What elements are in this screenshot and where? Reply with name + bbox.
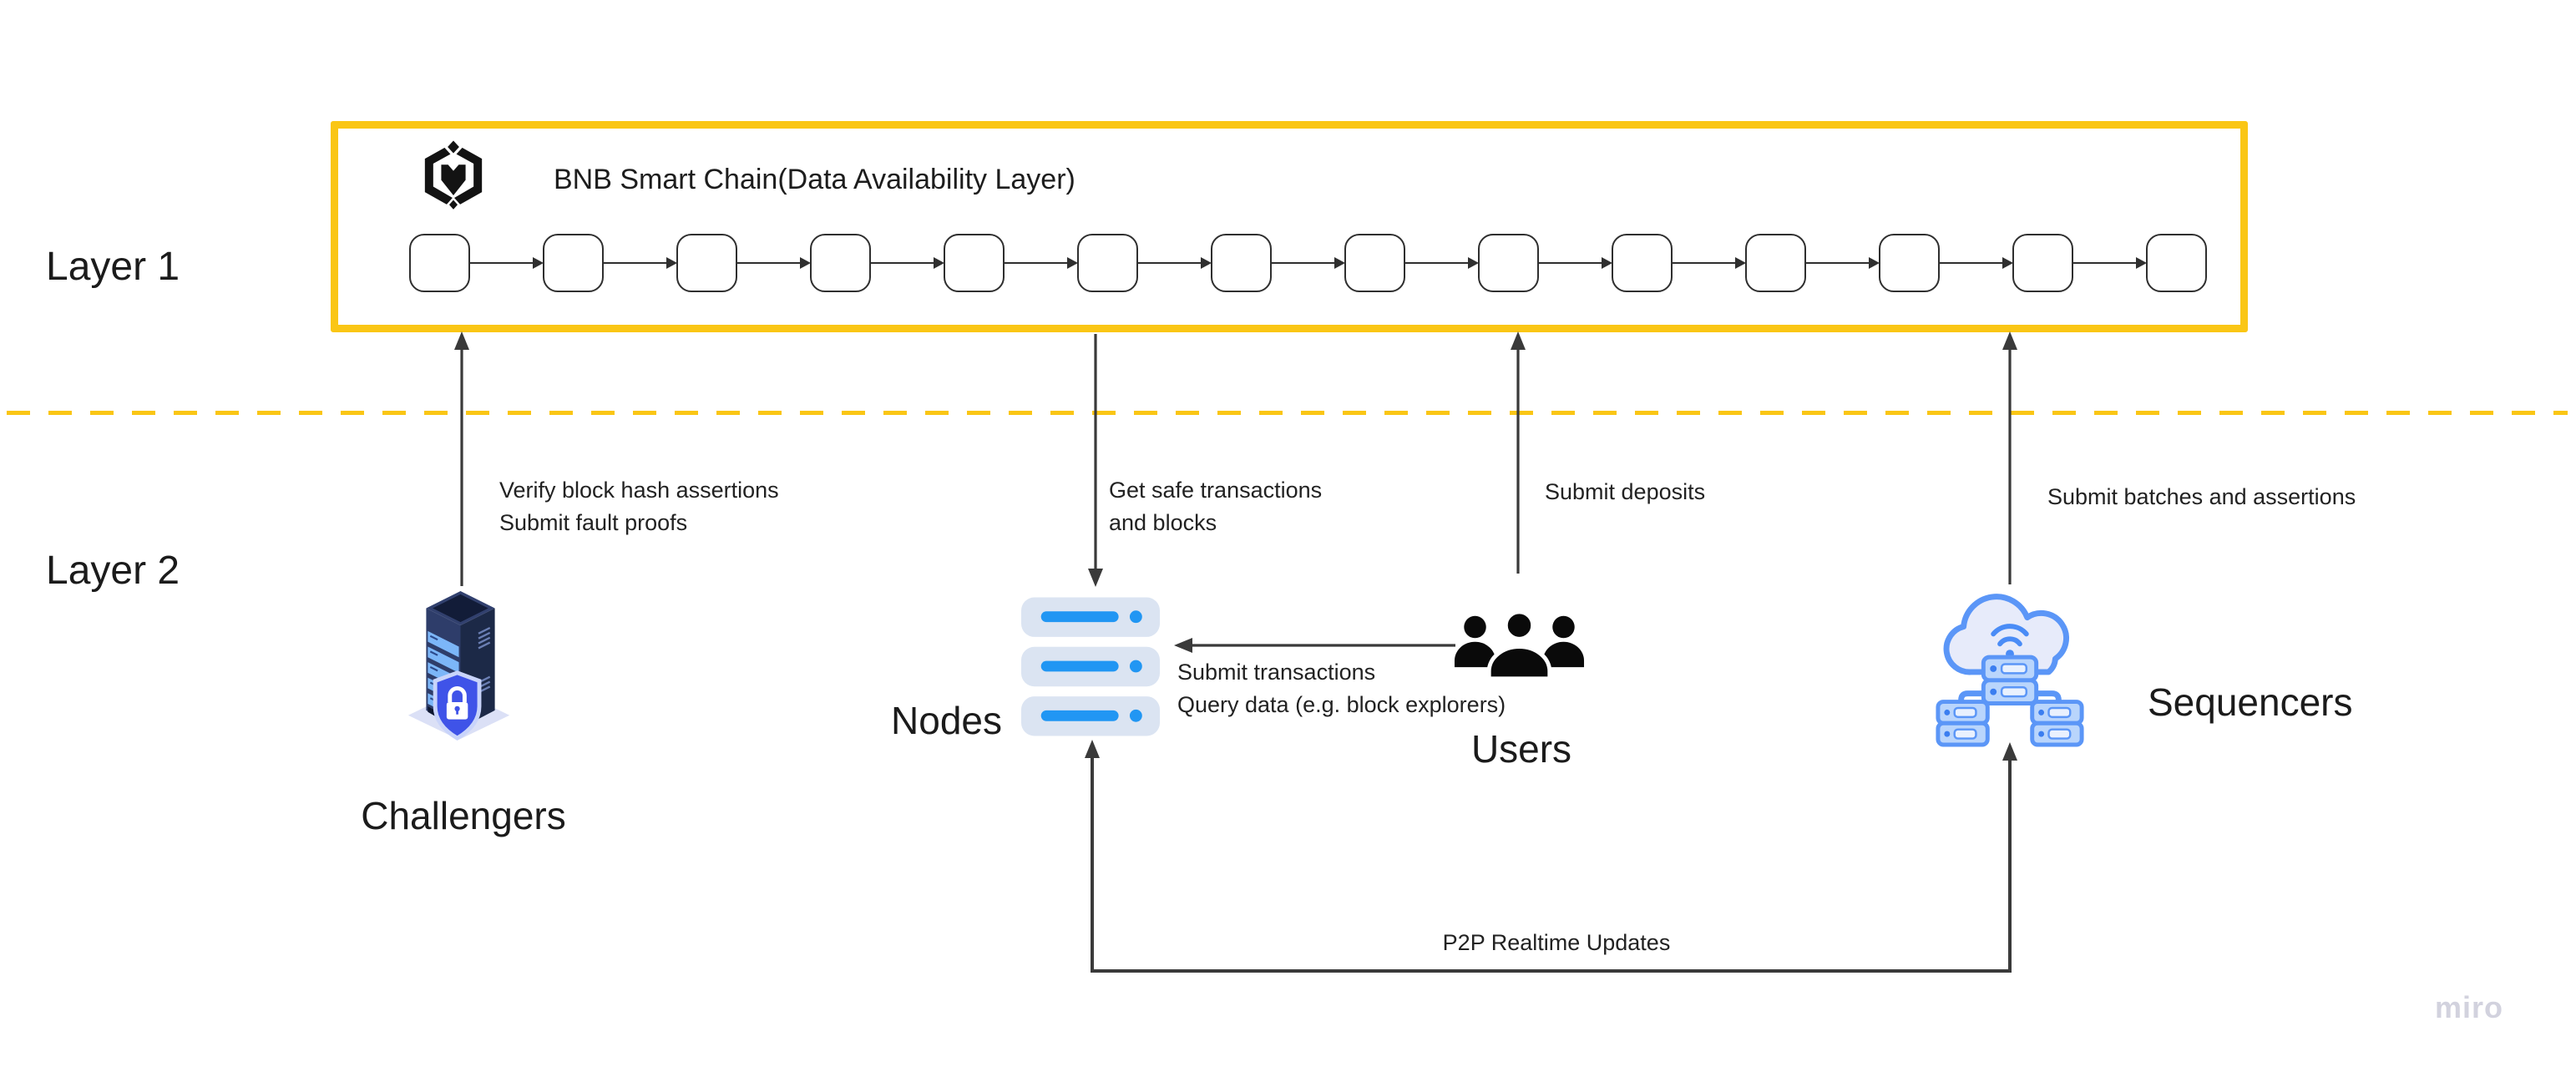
cloud-servers-icon[interactable] bbox=[1931, 583, 2088, 748]
challengers-label: Challengers bbox=[361, 794, 566, 837]
chain-arrow-icon bbox=[1539, 234, 1612, 292]
get-safe-line: Get safe transactions bbox=[1109, 478, 1323, 503]
l1-box-title: BNB Smart Chain(Data Availability Layer) bbox=[554, 164, 1075, 195]
people-icon[interactable] bbox=[1454, 609, 1585, 692]
users-label: Users bbox=[1470, 727, 1572, 771]
chain-block[interactable] bbox=[1879, 234, 1940, 292]
miro-watermark: miro bbox=[2435, 990, 2504, 1024]
nodes-label: Nodes bbox=[891, 699, 1002, 742]
chain-arrow-icon bbox=[1405, 234, 1479, 292]
arrowhead-up-p2p-nodes bbox=[1085, 740, 1100, 758]
sequencers-label: Sequencers bbox=[2148, 680, 2353, 724]
chain-block[interactable] bbox=[2012, 234, 2073, 292]
submit-deposits-label: Submit deposits bbox=[1545, 479, 1706, 504]
chain-block[interactable] bbox=[676, 234, 737, 292]
server-stack-icon[interactable] bbox=[1021, 597, 1161, 736]
bnb-chain-logo-icon bbox=[424, 139, 483, 213]
arrowhead-up-challengers bbox=[454, 331, 469, 350]
chain-arrow-icon bbox=[1806, 234, 1880, 292]
chain-block[interactable] bbox=[1612, 234, 1673, 292]
chain-block[interactable] bbox=[1211, 234, 1272, 292]
block-chain bbox=[409, 234, 2207, 292]
chain-arrow-icon bbox=[1138, 234, 1212, 292]
chain-block[interactable] bbox=[1077, 234, 1138, 292]
chain-block[interactable] bbox=[944, 234, 1005, 292]
fault-proofs-line: Submit fault proofs bbox=[499, 510, 688, 535]
layer2-label: Layer 2 bbox=[46, 549, 180, 593]
arrowhead-up-sequencers bbox=[2002, 331, 2017, 350]
chain-arrow-icon bbox=[871, 234, 944, 292]
chain-arrow-icon bbox=[470, 234, 544, 292]
query-data-line: Query data (e.g. block explorers) bbox=[1177, 692, 1506, 717]
l1-box[interactable] bbox=[331, 121, 2248, 332]
chain-block[interactable] bbox=[1344, 234, 1405, 292]
p2p-label: P2P Realtime Updates bbox=[1442, 930, 1671, 955]
get-safe-label: Get safe transactions and blocks bbox=[1109, 474, 1322, 539]
chain-arrow-icon bbox=[1005, 234, 1078, 292]
arrowhead-left-users-to-nodes bbox=[1174, 638, 1192, 653]
chain-block[interactable] bbox=[810, 234, 871, 292]
chain-arrow-icon bbox=[737, 234, 811, 292]
verify-line: Verify block hash assertions bbox=[499, 478, 779, 503]
arrowhead-down-nodes bbox=[1088, 569, 1103, 587]
chain-arrow-icon bbox=[1940, 234, 2013, 292]
chain-block[interactable] bbox=[1478, 234, 1539, 292]
submit-query-label: Submit transactions Query data (e.g. blo… bbox=[1177, 656, 1506, 721]
layer-divider-dashed-line bbox=[7, 411, 2568, 415]
layer1-label: Layer 1 bbox=[46, 245, 180, 289]
chain-block[interactable] bbox=[2146, 234, 2207, 292]
chain-block[interactable] bbox=[409, 234, 470, 292]
chain-block[interactable] bbox=[543, 234, 604, 292]
secure-server-icon[interactable] bbox=[403, 586, 518, 746]
verify-fault-label: Verify block hash assertions Submit faul… bbox=[499, 474, 779, 539]
chain-arrow-icon bbox=[604, 234, 677, 292]
chain-arrow-icon bbox=[1673, 234, 1746, 292]
chain-arrow-icon bbox=[1272, 234, 1345, 292]
arrowhead-up-users bbox=[1511, 331, 1526, 350]
submit-batches-label: Submit batches and assertions bbox=[2047, 484, 2356, 509]
chain-arrow-icon bbox=[2073, 234, 2147, 292]
chain-block[interactable] bbox=[1745, 234, 1806, 292]
and-blocks-line: and blocks bbox=[1109, 510, 1217, 535]
submit-transactions-line: Submit transactions bbox=[1177, 660, 1376, 685]
